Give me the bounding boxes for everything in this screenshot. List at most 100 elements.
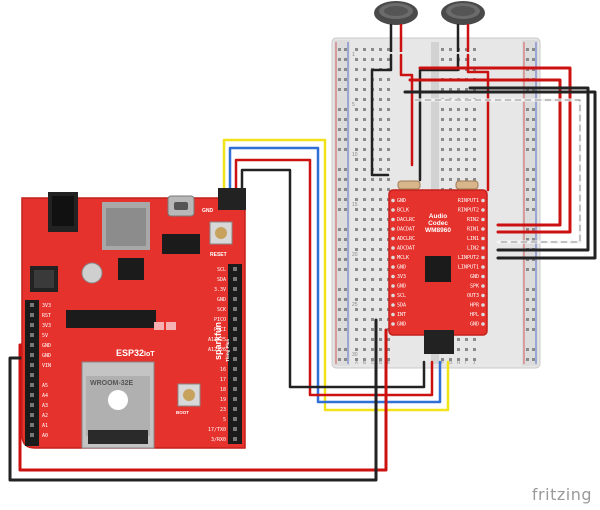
microphone-left xyxy=(374,1,418,52)
header-pin xyxy=(233,347,237,351)
esp32-pin-label: 18 xyxy=(220,387,226,393)
breadboard-hole xyxy=(379,168,382,171)
row-number: 10 xyxy=(352,152,358,158)
codec-pin xyxy=(481,246,485,250)
breadboard-hole xyxy=(371,218,374,221)
codec-pin-label: BCLK xyxy=(397,208,409,214)
breadboard-hole xyxy=(363,298,366,301)
column-letter: A xyxy=(355,360,358,365)
breadboard-hole xyxy=(441,58,444,61)
rail-hole xyxy=(344,68,347,71)
breadboard-hole xyxy=(441,168,444,171)
column-letter: B xyxy=(363,360,366,365)
breadboard-hole xyxy=(379,328,382,331)
codec-pin xyxy=(391,236,395,241)
header-pin xyxy=(233,307,237,311)
breadboard-hole xyxy=(363,88,366,91)
rail-hole xyxy=(532,308,535,311)
rail-hole xyxy=(526,48,529,51)
rail-hole xyxy=(532,198,535,201)
breadboard-hole xyxy=(379,338,382,341)
breadboard-hole xyxy=(371,298,374,301)
breadboard-hole xyxy=(363,278,366,281)
breadboard-hole xyxy=(441,118,444,121)
codec-pin-label: SDA xyxy=(397,303,406,309)
breadboard-hole xyxy=(371,228,374,231)
esp32-pin-label: GND xyxy=(42,353,51,359)
rail-hole xyxy=(344,248,347,251)
breadboard-hole xyxy=(363,258,366,261)
rail-hole xyxy=(344,178,347,181)
codec-pin-label: GND xyxy=(470,322,479,328)
breadboard-hole xyxy=(371,348,374,351)
breadboard-hole xyxy=(355,258,358,261)
esp32-right-header xyxy=(233,267,237,441)
breadboard-hole xyxy=(371,238,374,241)
codec-pin-label: GND xyxy=(470,274,479,280)
rail-hole xyxy=(532,228,535,231)
codec-pin-label: ADCDAT xyxy=(397,246,415,252)
rail-hole xyxy=(338,288,341,291)
row-number: 20 xyxy=(352,252,358,258)
esp32-pin-label: 5 xyxy=(223,417,226,423)
header-pin xyxy=(30,373,34,377)
esp32-pin-label: 19 xyxy=(220,397,226,403)
thing-plus-text: Thing Plus xyxy=(225,339,230,362)
codec-pin xyxy=(391,198,395,203)
breadboard-hole xyxy=(355,168,358,171)
header-pin xyxy=(30,353,34,357)
rail-hole xyxy=(344,288,347,291)
breadboard-hole xyxy=(379,318,382,321)
breadboard-hole xyxy=(355,98,358,101)
breadboard-hole xyxy=(355,48,358,51)
breadboard-hole xyxy=(473,108,476,111)
breadboard-hole xyxy=(355,118,358,121)
rail-hole xyxy=(338,58,341,61)
breadboard-hole xyxy=(449,158,452,161)
header-pin xyxy=(233,267,237,271)
rail-hole xyxy=(338,228,341,231)
breadboard-hole xyxy=(355,58,358,61)
row-number: 5 xyxy=(352,102,355,108)
breadboard-hole xyxy=(379,148,382,151)
codec-pin xyxy=(391,208,395,212)
codec-pin xyxy=(481,265,485,269)
codec-pin xyxy=(481,293,485,298)
rail-hole xyxy=(526,288,529,291)
header-pin xyxy=(233,407,237,411)
rail-hole xyxy=(338,358,341,361)
rail-hole xyxy=(532,128,535,131)
column-letter: H xyxy=(457,360,460,365)
rail-hole xyxy=(526,318,529,321)
breadboard-hole xyxy=(379,138,382,141)
breadboard-hole xyxy=(363,228,366,231)
breadboard-hole xyxy=(449,58,452,61)
esp32-right-pin-labels: SCLSDA3.3VGNDSCKPICOPOCIA13/25A12/261617… xyxy=(208,267,226,443)
column-letter: D xyxy=(379,360,383,365)
rail-hole xyxy=(338,78,341,81)
rail-hole xyxy=(344,148,347,151)
breadboard-hole xyxy=(457,88,460,91)
module-name: WROOM-32E xyxy=(90,380,134,387)
header-pin xyxy=(233,277,237,281)
esp32-pin-label: 3.3V xyxy=(214,287,226,293)
breadboard-hole xyxy=(473,348,476,351)
breadboard-hole xyxy=(379,228,382,231)
header-pin xyxy=(30,323,34,327)
breadboard-hole xyxy=(379,348,382,351)
breadboard-hole xyxy=(363,78,366,81)
breadboard-hole xyxy=(387,88,390,91)
rail-hole xyxy=(526,228,529,231)
header-pin xyxy=(233,417,237,421)
codec-pin-label: OUT3 xyxy=(467,293,479,299)
codec-title-1: Audio xyxy=(429,213,447,220)
wire-mic-black-left xyxy=(370,53,393,177)
breadboard-hole xyxy=(363,268,366,271)
breadboard-hole xyxy=(387,78,390,81)
breadboard-hole xyxy=(371,288,374,291)
rail-hole xyxy=(532,148,535,151)
breadboard-hole xyxy=(371,198,374,201)
breadboard-hole xyxy=(465,158,468,161)
header-pin xyxy=(233,427,237,431)
rail-hole xyxy=(526,308,529,311)
